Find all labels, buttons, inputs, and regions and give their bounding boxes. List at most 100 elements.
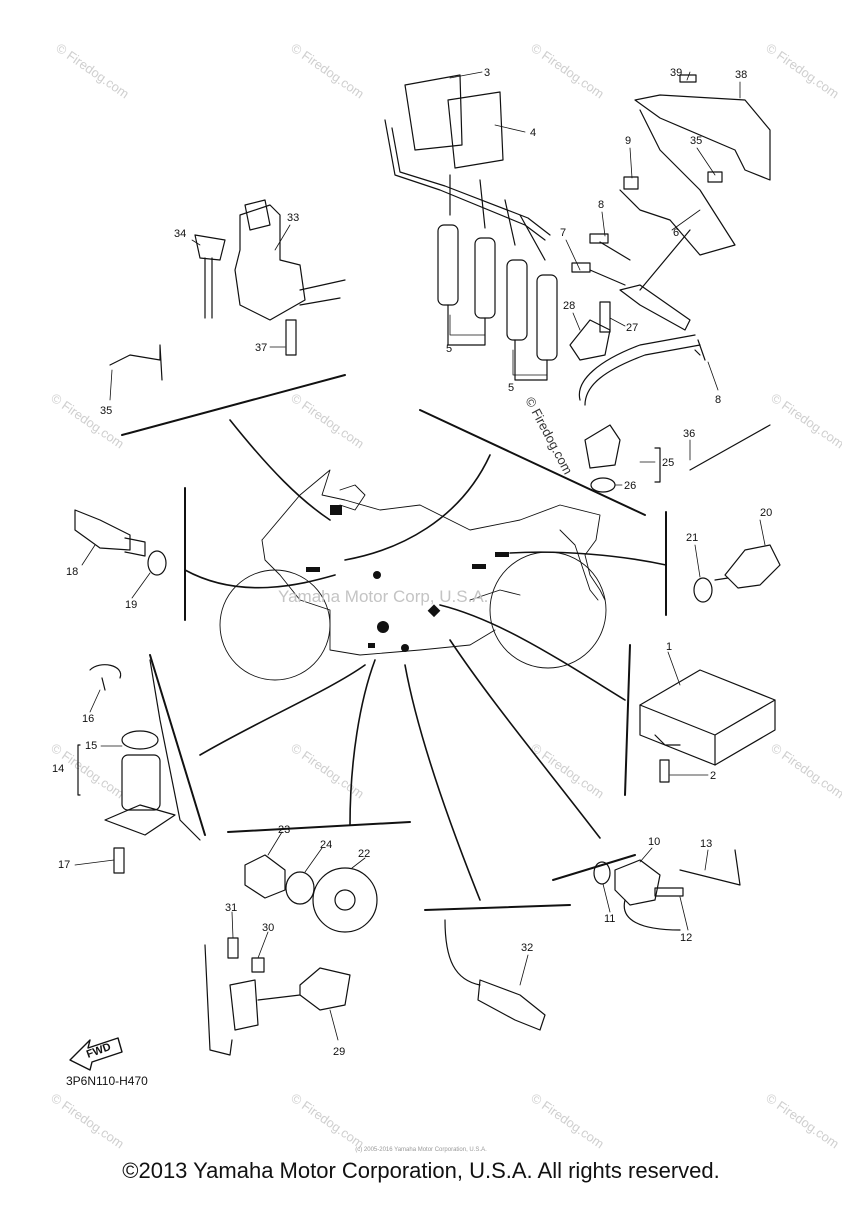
nut-9 [623, 176, 639, 190]
callout-label: 20 [760, 507, 772, 519]
callout-label: 21 [686, 532, 698, 544]
callout-label: 12 [680, 932, 692, 944]
main-switch-33 [234, 204, 306, 321]
plug-cap [437, 224, 459, 306]
solenoid-group [77, 659, 201, 874]
ignition-coil-group [384, 74, 558, 381]
watermark-text: © Firedog.com [53, 40, 132, 101]
bolt-12 [654, 887, 684, 897]
watermark-text: © Firedog.com [288, 390, 367, 451]
gear-sensor-group [204, 854, 378, 1056]
callout-label: 19 [125, 599, 137, 611]
swingarm [469, 589, 521, 601]
callout-label: 38 [735, 69, 747, 81]
callout-label: 10 [648, 836, 660, 848]
watermark-text: © Firedog.com [768, 390, 842, 451]
wire-13 [679, 849, 741, 886]
bolt-23 [244, 854, 286, 899]
callout-label: 28 [563, 300, 575, 312]
watermark-text: © Firedog.com [528, 1090, 607, 1151]
callout-label: 5 [508, 382, 514, 394]
sensor-25 [584, 424, 621, 469]
callout-label: 34 [174, 228, 186, 240]
plug-cap [506, 259, 528, 341]
cover-38 [634, 94, 771, 181]
watermark-text: © Firedog.com [288, 1090, 367, 1151]
bolt-8 [589, 233, 609, 244]
watermark-text: © Firedog.com [522, 394, 575, 476]
leader-lines [184, 419, 667, 901]
callout-label: 26 [624, 480, 636, 492]
callout-label: 39 [670, 67, 682, 79]
sensor-group-18 [74, 509, 167, 576]
bolt-2 [659, 759, 670, 783]
fwd-arrow [69, 1037, 123, 1071]
group-brackets [121, 374, 667, 911]
callout-label: 4 [530, 127, 536, 139]
callout-label: 16 [82, 713, 94, 725]
plug-cap [474, 237, 496, 319]
callout-label: 35 [100, 405, 112, 417]
callout-label: 11 [604, 913, 615, 925]
key-34 [194, 234, 226, 261]
solenoid-14 [121, 754, 161, 811]
callout-label: 3 [484, 67, 490, 79]
watermark-text: © Firedog.com [528, 740, 607, 801]
callout-label: 27 [626, 322, 638, 334]
bracket-group [571, 74, 771, 361]
washer-24 [285, 871, 315, 905]
callout-label: 22 [358, 848, 370, 860]
bolt-7 [571, 262, 591, 273]
watermark-text: © Firedog.com [288, 40, 367, 101]
headlight-outline [339, 484, 366, 511]
sensor-20 [724, 544, 781, 589]
watermark-text: © Firedog.com [768, 740, 842, 801]
callout-label: 8 [598, 199, 604, 211]
callout-label: 7 [560, 227, 566, 239]
callout-label: 6 [673, 227, 679, 239]
callout-label: 14 [52, 763, 64, 775]
callout-label: 5 [446, 343, 452, 355]
lower-outline [261, 539, 496, 656]
ecu-1 [639, 669, 776, 766]
callout-label: 25 [662, 457, 674, 469]
clamp-28 [569, 319, 611, 361]
o2-sensor-32 [477, 979, 546, 1031]
bolt-39 [679, 74, 697, 83]
callout-label: 33 [287, 212, 299, 224]
callout-label: 8 [715, 394, 721, 406]
watermark-text: © Firedog.com [48, 1090, 127, 1151]
callout-label: 23 [278, 824, 290, 836]
sensor-group-25 [569, 301, 771, 493]
watermark-text: © Firedog.com [48, 390, 127, 451]
callout-labels: 3 4 5 5 6 7 8 8 9 35 39 38 27 28 33 34 3… [52, 67, 772, 1058]
watermark-text: © Firedog.com [763, 1090, 842, 1151]
gear-22 [312, 867, 378, 933]
callout-label: 31 [225, 902, 237, 914]
locator-marks [306, 505, 509, 652]
sensor-group-10 [593, 849, 741, 931]
callout-label: 32 [521, 942, 533, 954]
ignition-coil-3 [404, 74, 463, 151]
callout-label: 13 [700, 838, 712, 850]
plug-cap [536, 274, 558, 361]
callout-label: 36 [683, 428, 695, 440]
bolt-27 [599, 301, 611, 333]
screw-37 [285, 319, 297, 356]
callout-label: 35 [690, 135, 702, 147]
motorcycle-outline [219, 469, 607, 681]
callout-label: 24 [320, 839, 332, 851]
callout-label: 9 [625, 135, 631, 147]
part-30 [251, 957, 265, 973]
bolt-17 [113, 847, 125, 874]
callout-label: 2 [710, 770, 716, 782]
bolt-40 [707, 171, 723, 183]
tail-section [559, 529, 599, 601]
callout-label: 17 [58, 859, 70, 871]
gasket-21 [693, 577, 713, 603]
callout-leaders [74, 71, 766, 1041]
clip-16 [89, 664, 122, 691]
small-print: (c) 2005-2016 Yamaha Motor Corporation, … [355, 1147, 487, 1153]
